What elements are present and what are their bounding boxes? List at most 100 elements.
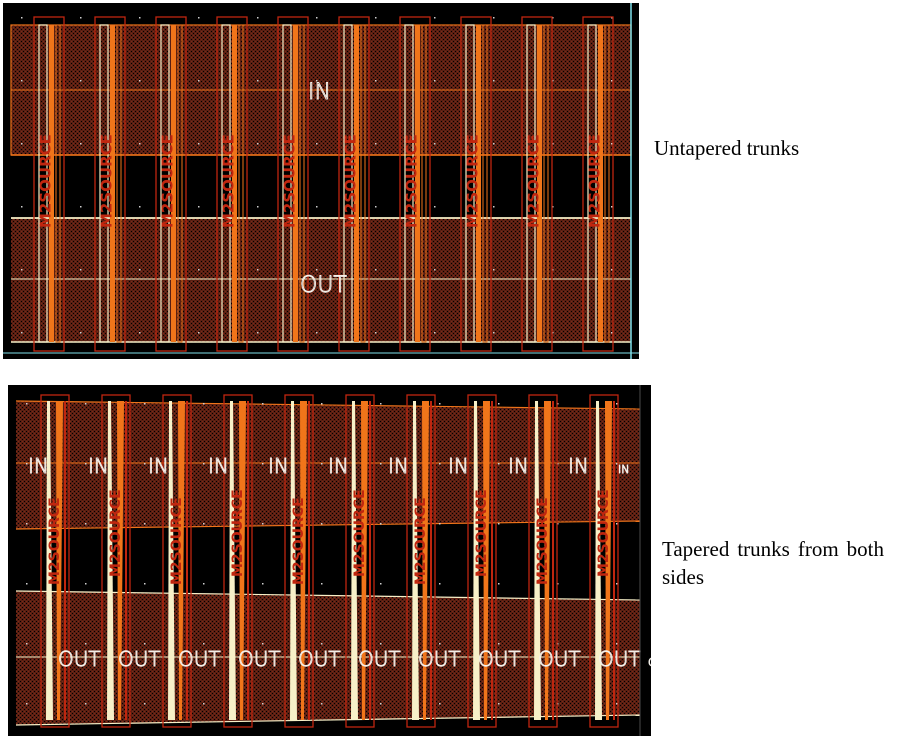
trunk-bar-orange [537,25,542,342]
trunk-bar-thin [360,24,366,343]
trunk-label: M2SOURCE [535,497,551,585]
trunk-4: M2SOURCE [216,16,248,352]
trunk-bar-light [221,24,231,343]
trunk-bar-orange [361,401,368,720]
trunk-outline [467,394,497,728]
trunk-bar-orange [293,25,298,342]
trunk-bar-light [107,401,114,720]
trunk-bar-light [46,401,53,720]
trunk-bar-orange [415,25,420,342]
trunk-bar-orange [598,25,603,342]
untapered-layout-svg: M2SOURCE M2SOURCE M2SOURCE M2SOURCE M2SOURCE… [3,3,639,359]
trunk-label: M2SOURCE [402,134,420,228]
trunk-2: M2SOURCE [94,16,126,352]
trunk-6: M2SOURCE [345,394,375,728]
trunk-bar-orange [605,401,612,720]
out-label: OUT [58,647,101,671]
trunk-bar-light [534,401,541,720]
trunk-label: M2SOURCE [291,497,307,585]
trunk-outline [216,16,248,352]
trunk-outline [223,394,253,728]
out-label: OUT [358,647,401,671]
trunk-bar-thin [543,24,549,343]
trunk-label: M2SOURCE [463,134,481,228]
trunk-label: M2SOURCE [169,497,185,585]
trunk-label: M2SOURCE [474,489,490,577]
trunk-bar-light [412,401,419,720]
in-label: IN [308,80,331,105]
trunk-3: M2SOURCE [155,16,187,352]
trunk-outline [284,394,314,728]
trunk-bar-light [168,401,175,720]
in-label: IN [618,463,629,476]
out-label: OUT [300,273,347,298]
trunk-outline [162,394,192,728]
trunk-bar-orange [232,25,237,342]
trunk-label: M2SOURCE [97,134,115,228]
trunk-bar-thin [238,24,244,343]
in-label: IN [88,454,109,478]
trunk-outline [345,394,375,728]
in-label: IN [568,454,589,478]
trunk-label: M2SOURCE [158,134,176,228]
trunk-5: M2SOURCE [284,394,314,728]
trunk-bar-thin [613,401,615,720]
trunk-bar-light [160,24,170,343]
trunk-outline [40,394,70,728]
trunk-bar-thin [125,401,127,720]
trunk-label: M2SOURCE [219,134,237,228]
trunk-10: M2SOURCE [582,16,614,352]
trunk-bar-thin [421,24,427,343]
trunk-bar-orange [239,401,246,720]
trunk-bar-orange [49,25,54,342]
trunk-label: M2SOURCE [341,134,359,228]
trunk-bar-thin [430,401,432,720]
untapered-layout-panel: M2SOURCE M2SOURCE M2SOURCE M2SOURCE M2SOURCE… [3,3,639,359]
trunk-outline [94,16,126,352]
trunk-bar-orange [178,401,185,720]
trunk-bar-thin [177,24,183,343]
trunk-bar-thin [308,401,310,720]
out-label: OUT [538,647,581,671]
out-label: OUT [298,647,341,671]
trunk-label: M2SOURCE [280,134,298,228]
trunk-label: M2SOURCE [413,497,429,585]
trunk-bar-orange [56,401,63,720]
trunk-4: M2SOURCE [223,394,253,728]
trunk-outline [589,394,619,728]
trunk-bar-light [351,401,358,720]
trunk-9: M2SOURCE [521,16,553,352]
out-label: OUT [478,647,521,671]
trunk-bar-orange [354,25,359,342]
tapered-layout-svg: M2SOURCE M2SOURCE M2SOURCE M2SOURCE M2SOURCE… [8,385,651,736]
trunk-7: M2SOURCE [406,394,436,728]
trunk-8: M2SOURCE [467,394,497,728]
trunk-bar-thin [491,401,493,720]
trunk-label: M2SOURCE [108,489,124,577]
in-label: IN [28,454,49,478]
in-label: IN [448,454,469,478]
trunk-bar-light [526,24,536,343]
trunk-outline [528,394,558,728]
trunk-label: M2SOURCE [352,489,368,577]
out-label: OUT [418,647,461,671]
trunk-bar-light [290,401,297,720]
trunk-bar-thin [369,401,371,720]
trunk-bar-thin [186,401,188,720]
trunk-outline [521,16,553,352]
trunk-bar-orange [422,401,429,720]
trunk-7: M2SOURCE [399,16,431,352]
trunk-bar-light [38,24,48,343]
trunk-bar-thin [482,24,488,343]
trunk-outline [277,16,309,352]
trunk-bar-light [465,24,475,343]
trunk-outline [460,16,492,352]
trunk-6: M2SOURCE [338,16,370,352]
trunk-outline [338,16,370,352]
out-label: OUT [238,647,281,671]
trunk-outline [406,394,436,728]
trunk-outline [101,394,131,728]
out-label: OUT [178,647,221,671]
trunk-10: M2SOURCE [589,394,619,728]
trunk-bar-orange [476,25,481,342]
